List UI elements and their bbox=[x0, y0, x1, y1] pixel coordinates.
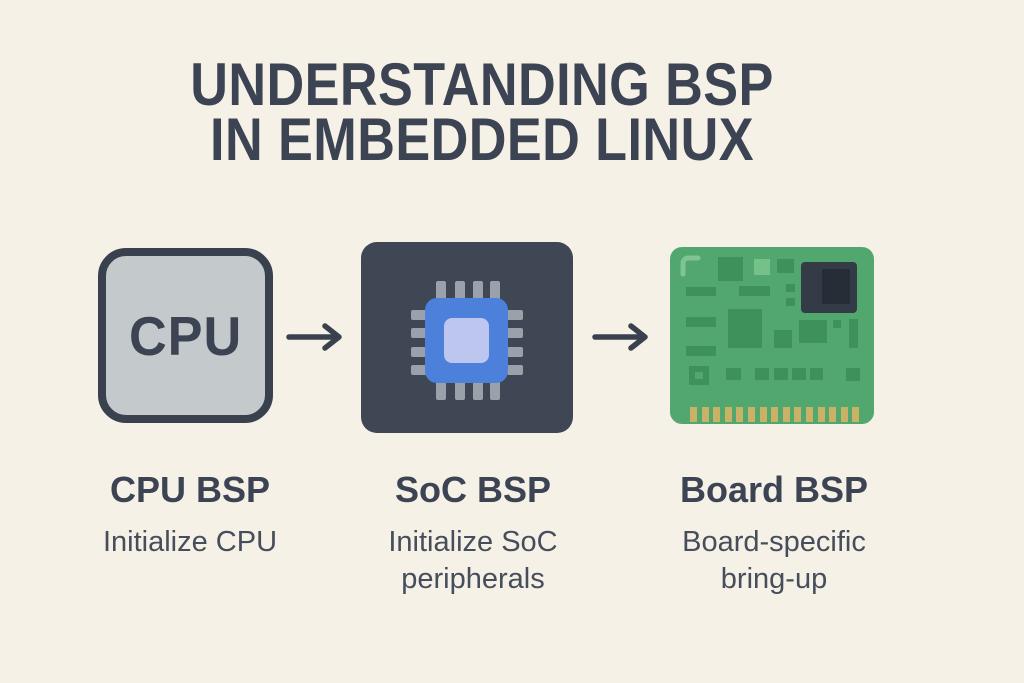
stage-soc-heading: SoC BSP bbox=[394, 469, 552, 510]
page-title-line-1: UNDERSTANDING BSP bbox=[190, 51, 774, 118]
stage-board-label: Board BSP Board-specific bring-up bbox=[624, 470, 924, 598]
soc-chip-icon bbox=[361, 242, 573, 433]
stage-board-description: Board-specific bring-up bbox=[682, 526, 866, 595]
cpu-chip-label: CPU bbox=[128, 304, 243, 367]
circuit-board-icon bbox=[670, 247, 874, 424]
page-title: UNDERSTANDING BSP IN EMBEDDED LINUX bbox=[82, 51, 882, 173]
page-title-line-2: IN EMBEDDED LINUX bbox=[210, 106, 754, 173]
stage-cpu-heading: CPU BSP bbox=[109, 469, 271, 510]
cpu-chip-icon: CPU bbox=[98, 248, 273, 423]
stage-soc-description: Initialize SoC peripherals bbox=[388, 526, 558, 595]
stage-board-heading: Board BSP bbox=[679, 469, 869, 510]
stage-cpu-label: CPU BSP Initialize CPU bbox=[40, 470, 340, 561]
right-arrow-icon bbox=[591, 322, 651, 352]
right-arrow-icon bbox=[285, 322, 345, 352]
stage-cpu-description: Initialize CPU bbox=[102, 526, 278, 558]
stage-soc-label: SoC BSP Initialize SoC peripherals bbox=[323, 470, 623, 598]
